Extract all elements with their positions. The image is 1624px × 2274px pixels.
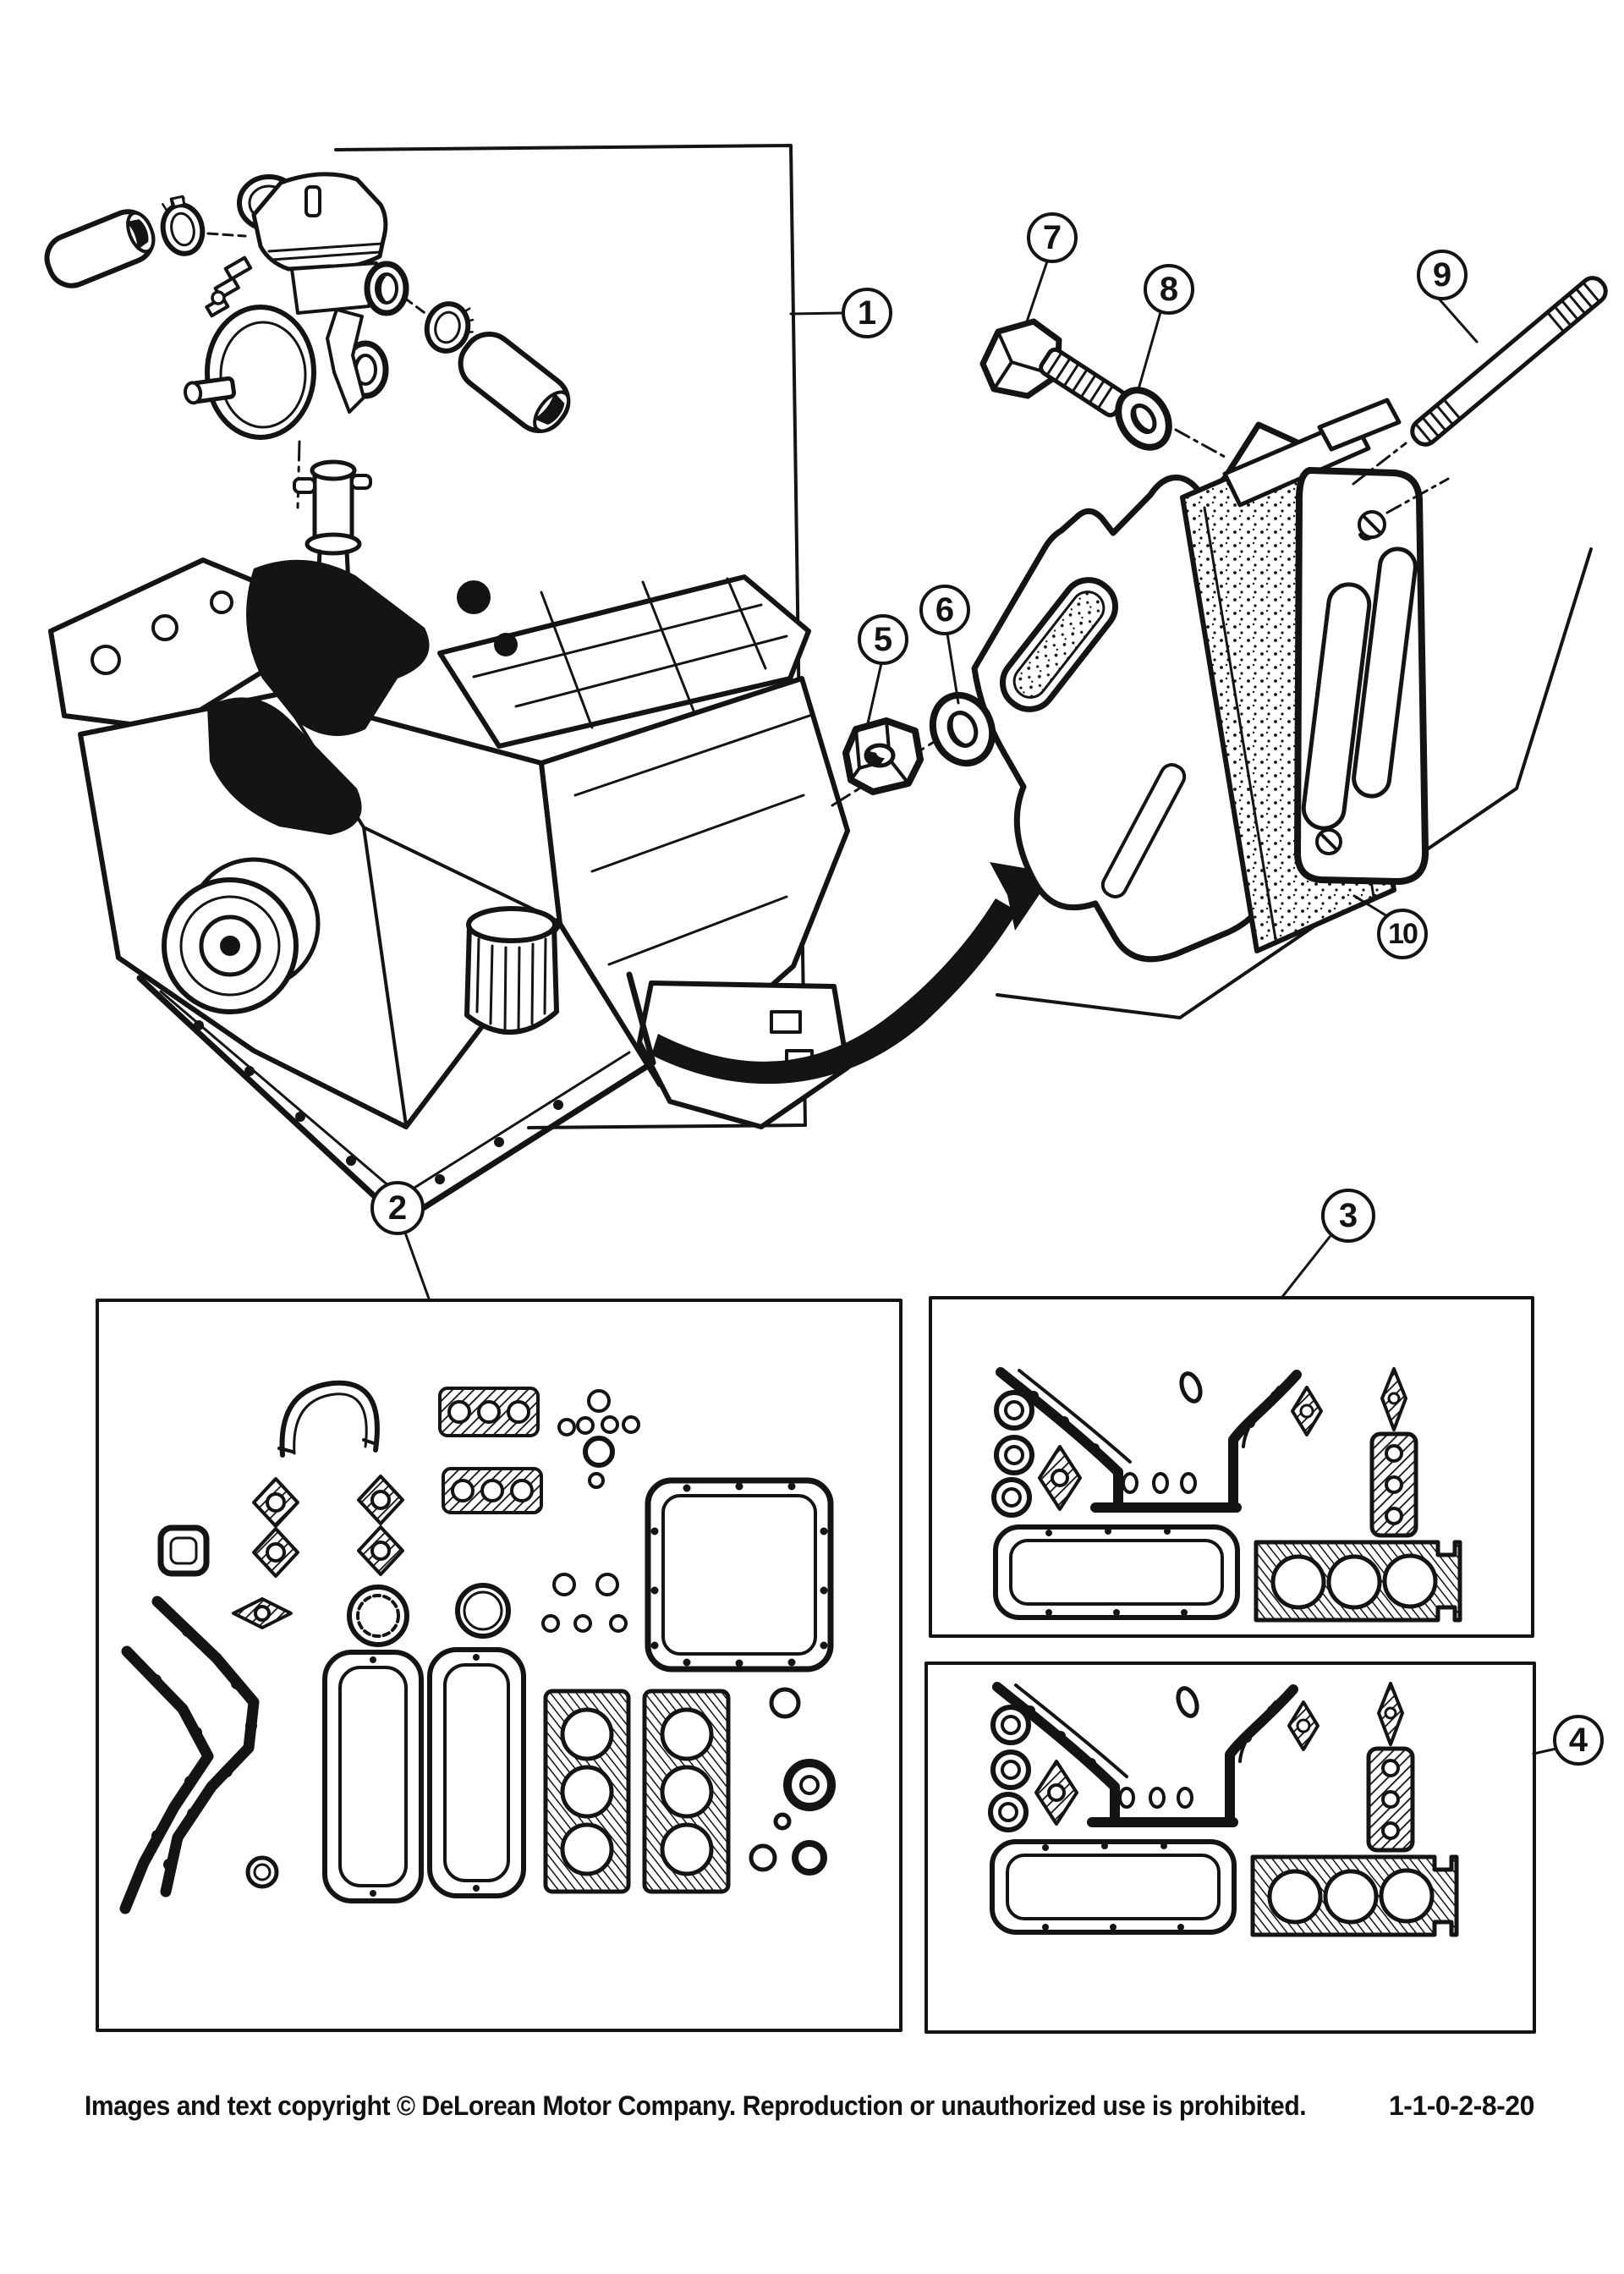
hose-clamp-1 <box>160 195 206 256</box>
callout-number: 3 <box>1339 1197 1358 1234</box>
full-gasket-set <box>119 1380 836 1914</box>
callout-circle <box>1377 909 1428 959</box>
callout-number: 7 <box>1043 219 1062 256</box>
callout-number: 2 <box>388 1189 407 1227</box>
callout-number: 5 <box>874 621 892 658</box>
gasket-box-4 <box>924 1662 1536 2034</box>
callout-circle <box>858 614 908 665</box>
copyright-notice: Images and text copyright © DeLorean Mot… <box>85 2090 1307 2121</box>
oil-filter <box>464 906 559 1035</box>
callout-circle <box>842 288 892 338</box>
page-code: 1-1-0-2-8-20 <box>1389 2090 1534 2121</box>
valve-cover-gaskets <box>322 1647 526 1903</box>
mount-washer <box>929 691 996 767</box>
mount-washer-flat <box>1115 387 1172 451</box>
callout-leader <box>1024 260 1049 326</box>
callout-circle <box>1027 212 1078 263</box>
head-gasket-set <box>991 1367 1462 1623</box>
callout-5: 5 <box>858 614 908 725</box>
engine-assembly-illustration <box>44 172 1054 1225</box>
seal-cluster-right <box>245 1687 836 1889</box>
callout-2: 2 <box>370 1181 431 1300</box>
callout-leader <box>866 662 883 725</box>
oil-pan-gasket <box>645 1477 834 1673</box>
callout-leader <box>1281 1235 1331 1299</box>
callout-leader <box>403 1231 431 1300</box>
mount-backing-plate <box>1294 467 1450 885</box>
hose-left <box>44 209 156 288</box>
mount-nut <box>842 717 924 795</box>
motor-mount-assembly <box>831 276 1608 963</box>
callout-circle <box>1321 1189 1375 1243</box>
gasket-box-3 <box>929 1296 1534 1638</box>
callout-number: 8 <box>1160 271 1178 308</box>
transfer-arrow <box>651 862 1054 1085</box>
callout-leader <box>1137 310 1162 391</box>
head-gaskets <box>543 1689 731 1894</box>
mount-stud <box>1410 276 1608 447</box>
callout-number: 10 <box>1388 918 1418 950</box>
callout-7: 7 <box>1024 212 1078 326</box>
air-pump-assembly <box>44 172 571 588</box>
callout-circle <box>1553 1715 1604 1766</box>
callout-circle <box>1417 250 1468 300</box>
air-pump-diaphragm <box>184 305 316 440</box>
callout-circle <box>370 1181 425 1235</box>
callout-layer: 1 2 3 4 5 6 7 8 9 10 <box>370 212 1604 1766</box>
callout-leader <box>1437 297 1479 343</box>
callout-circle <box>1144 264 1194 315</box>
crank-pulley <box>162 857 321 1014</box>
callout-4: 4 <box>1532 1715 1604 1766</box>
engine-block <box>48 558 850 1225</box>
callout-3: 3 <box>1281 1189 1375 1299</box>
hose-clamp-2 <box>424 301 475 354</box>
callout-leader <box>789 311 844 316</box>
timing-v-gasket <box>996 1367 1302 1513</box>
small-rings <box>541 1573 628 1633</box>
air-pump-body <box>205 172 409 414</box>
rocker-gaskets <box>438 1387 543 1514</box>
callout-6: 6 <box>919 585 970 705</box>
small-seal-cluster <box>557 1389 640 1489</box>
callout-number: 4 <box>1569 1722 1588 1759</box>
head-gasket-set-lower <box>990 1684 1457 1935</box>
callout-1: 1 <box>789 288 892 338</box>
callout-9: 9 <box>1417 250 1479 343</box>
head-gasket <box>1254 1540 1462 1623</box>
callout-number: 1 <box>858 294 876 332</box>
gasket-box-2 <box>96 1299 903 2032</box>
callout-leader <box>946 632 960 705</box>
callout-number: 9 <box>1433 256 1451 294</box>
diamond-gaskets <box>232 1475 404 1629</box>
callout-leader <box>1532 1747 1558 1755</box>
callout-number: 6 <box>935 591 954 629</box>
callout-circle <box>919 585 970 635</box>
callout-leader <box>1352 894 1389 918</box>
o-ring-column <box>991 1390 1034 1518</box>
callout-8: 8 <box>1137 264 1194 391</box>
mount-bolt <box>979 318 1127 418</box>
timing-cover-gaskets <box>119 1596 260 1914</box>
hose-right <box>458 332 571 433</box>
valve-cover-gasket <box>993 1524 1240 1620</box>
callout-10: 10 <box>1352 894 1428 959</box>
